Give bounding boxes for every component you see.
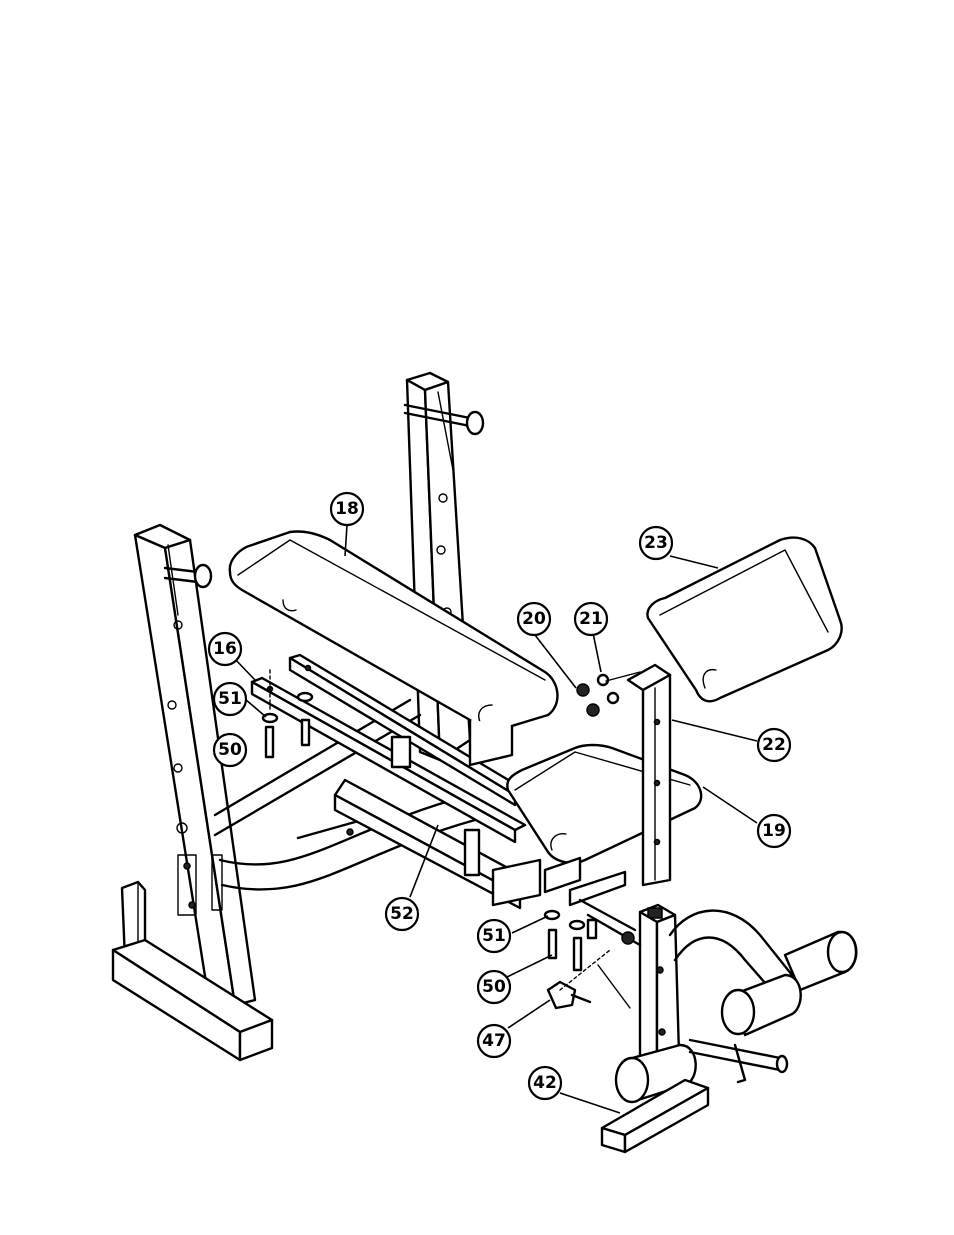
callout-label: 50: [218, 740, 242, 760]
callout-51-lower: 51: [478, 920, 510, 952]
callout-16: 16: [209, 633, 241, 665]
callout-label: 51: [218, 689, 242, 709]
callout-23: 23: [640, 527, 672, 559]
callout-label: 18: [335, 499, 359, 519]
callout-label: 19: [762, 821, 786, 841]
callout-47: 47: [478, 1025, 510, 1057]
callout-21: 21: [575, 603, 607, 635]
callout-label: 20: [522, 609, 546, 629]
callout-label: 50: [482, 977, 506, 997]
preacher-curl-assembly: [628, 538, 842, 885]
callout-label: 51: [482, 926, 506, 946]
callout-label: 52: [390, 904, 414, 924]
callout-label: 47: [482, 1031, 506, 1051]
callout-label: 22: [762, 735, 786, 755]
callout-20: 20: [518, 603, 550, 635]
callout-42: 42: [529, 1067, 561, 1099]
callout-19: 19: [758, 815, 790, 847]
callout-18: 18: [331, 493, 363, 525]
callout-22: 22: [758, 729, 790, 761]
callout-51-upper: 51: [214, 683, 246, 715]
callout-52: 52: [386, 898, 418, 930]
callout-50-upper: 50: [214, 734, 246, 766]
callout-label: 21: [579, 609, 603, 629]
callout-label: 42: [533, 1073, 557, 1093]
callout-50-lower: 50: [478, 971, 510, 1003]
callout-label: 16: [213, 639, 237, 659]
callout-label: 23: [644, 533, 668, 553]
